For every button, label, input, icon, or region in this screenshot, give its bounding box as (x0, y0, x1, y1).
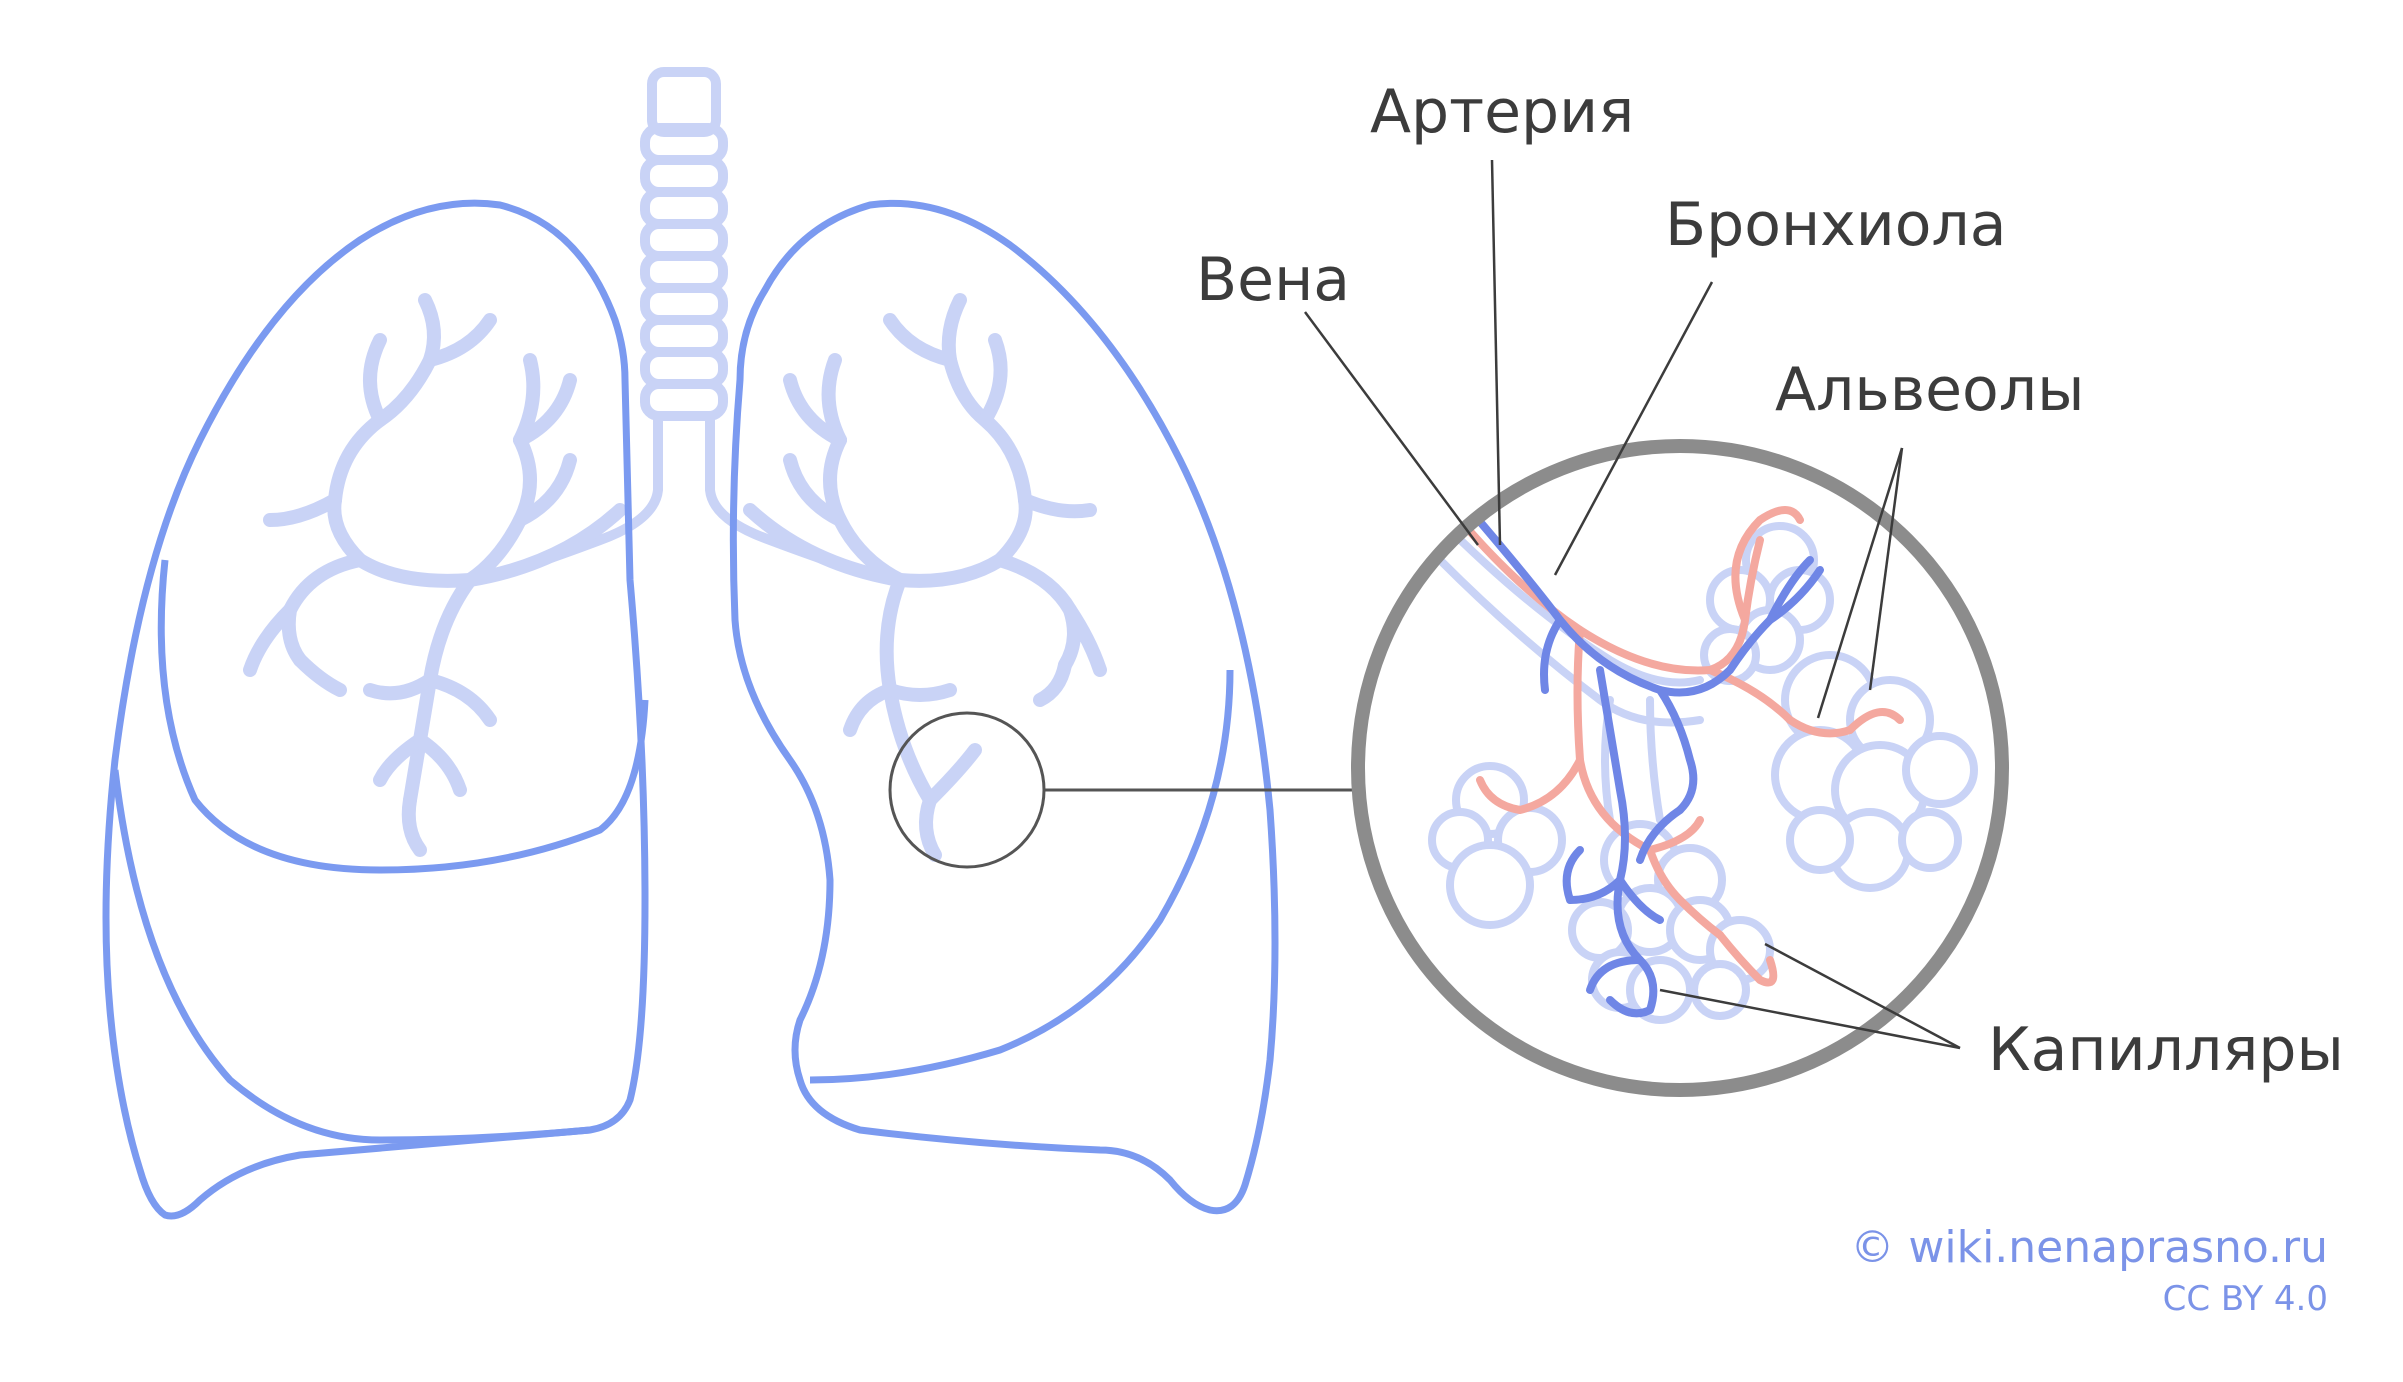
leader-lines (1303, 159, 1961, 1050)
magnified-alveoli-view (1428, 506, 1978, 1024)
right-lung-outer (729, 199, 1279, 1215)
label-capillaries: Капилляры (1988, 1015, 2344, 1085)
right-lung (729, 199, 1279, 1215)
label-bronchiole: Бронхиола (1665, 190, 2007, 260)
left-lung (102, 199, 649, 1220)
capillaries-leader-1 (1764, 942, 1961, 1050)
label-artery: Артерия (1370, 77, 1634, 147)
capillaries-leader-2 (1659, 988, 1961, 1050)
vein-leader (1303, 311, 1480, 546)
alveoli-clusters (1428, 522, 1978, 1024)
left-bronchial-tree (243, 293, 627, 857)
credit-license: CC BY 4.0 (2163, 1279, 2328, 1319)
alveoli-leader-2 (1868, 447, 1904, 691)
left-lung-lower-fissure (111, 769, 591, 1144)
magnification-source-circle (888, 711, 1046, 869)
left-lung-upper-fissure (157, 559, 649, 874)
alveoli-leader-1 (1816, 447, 1904, 719)
artery-branches (1456, 506, 1904, 987)
artery-leader (1490, 159, 1502, 546)
left-lung-outer (102, 199, 649, 1220)
label-vein: Вена (1196, 245, 1350, 315)
magnified-view-rim (1351, 439, 2009, 1097)
credit-site: © wiki.nenaprasno.ru (1850, 1222, 2328, 1273)
right-lung-fissure (809, 669, 1234, 1084)
label-alveoli: Альвеолы (1775, 355, 2084, 425)
vein-branches (1466, 506, 1824, 1018)
trachea (528, 67, 842, 570)
bronchiole-leader (1553, 281, 1714, 576)
right-bronchial-tree (743, 293, 1107, 862)
